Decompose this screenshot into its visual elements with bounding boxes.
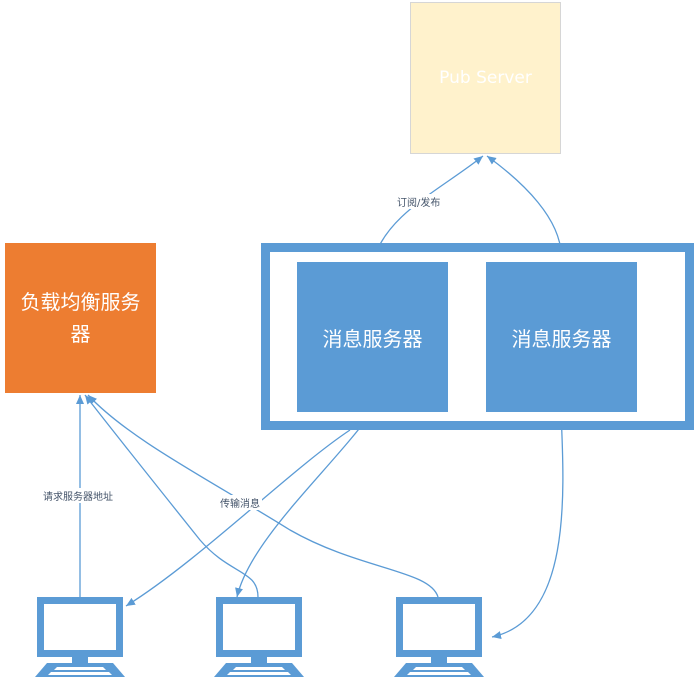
message-server-label: 消息服务器 [511, 326, 612, 351]
msg1-to-pc2-connector [235, 411, 373, 598]
pub-server-node: Pub Server [410, 2, 561, 154]
request-address-label: 请求服务器地址 [41, 488, 115, 503]
message-server-node: 消息服务器 [297, 262, 448, 412]
transfer-message-label: 传输消息 [218, 495, 262, 510]
message-server-node: 消息服务器 [486, 262, 637, 412]
msg2-to-pc3-connector [491, 411, 566, 639]
load-balancer-node: 负载均衡服务器 [5, 243, 156, 393]
pub-server-label: Pub Server [439, 68, 532, 88]
computer-icon [214, 597, 304, 677]
pc3-to-lb-connector [87, 394, 439, 598]
load-balancer-label: 负载均衡服务器 [20, 290, 141, 346]
msg1-to-pc1-connector [125, 429, 351, 607]
subscribe-publish-label: 订阅/发布 [395, 194, 443, 209]
computer-icon [394, 597, 484, 677]
message-server-label: 消息服务器 [322, 326, 423, 351]
computer-icon [35, 597, 125, 677]
pc2-to-lb-connector [84, 394, 259, 598]
